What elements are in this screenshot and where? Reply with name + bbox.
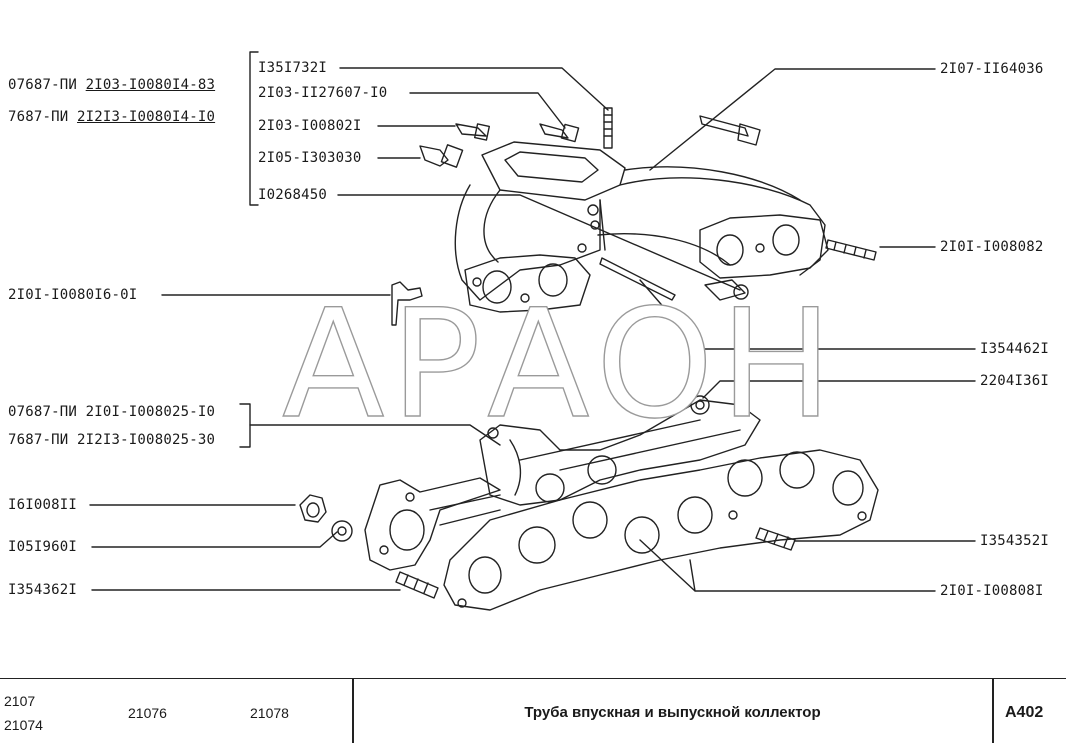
title-divider-left xyxy=(352,679,354,743)
label-group-left-3: 07687-ПИ 2I0I-I008025-I0 xyxy=(8,404,216,420)
label-part-2107-1164036: 2I07-II64036 xyxy=(940,61,1044,77)
label-part-2101-1008082: 2I0I-I008082 xyxy=(940,239,1044,255)
title-divider-right xyxy=(992,679,994,743)
exhaust-manifold xyxy=(364,395,761,571)
label-part-1351732: I35I732I xyxy=(258,60,328,76)
model-21074: 21074 xyxy=(4,717,43,733)
page-title: Труба впускная и выпускной коллектор xyxy=(524,704,821,721)
label-part-2204136: 2204I36I xyxy=(980,373,1050,389)
label-part-2101-1008081: 2I0I-I00808I xyxy=(940,583,1044,599)
bracket-upper-group xyxy=(249,51,259,206)
model-2107: 2107 xyxy=(4,693,36,709)
leader-2101-1008081 xyxy=(639,539,936,592)
label-group-left-1-code: 2I03-I0080I4-83 xyxy=(85,77,216,93)
label-group-left-2-code: 2I2I3-I0080I4-I0 xyxy=(77,109,216,125)
label-part-2105-1303030: 2I05-I303030 xyxy=(258,150,362,166)
title-block: 2107 21074 21076 21078 Труба впускная и … xyxy=(0,678,1066,743)
leader-1354462 xyxy=(639,279,976,350)
leader-10268450 xyxy=(337,194,741,291)
leader-1351732 xyxy=(339,67,609,111)
label-group-left-4: 7687-ПИ 2I2I3-I008025-30 xyxy=(8,432,216,448)
fasteners-upper xyxy=(391,107,877,326)
leader-2204136 xyxy=(702,380,976,399)
fasteners-lower xyxy=(299,494,796,599)
label-part-2101-1008016: 2I0I-I0080I6-0I xyxy=(8,287,138,303)
label-group-left-2-prefix: 7687-ПИ xyxy=(8,109,69,125)
leader-group-lower xyxy=(249,424,501,446)
label-part-1051960: I05I960I xyxy=(8,539,78,555)
intake-manifold xyxy=(454,141,829,313)
leader-1051960 xyxy=(91,531,338,548)
parts-diagram: АРАОН 07687-ПИ 2I03-I0080I4-83 7687-ПИ 2… xyxy=(8,51,1050,611)
label-part-1354352: I354352I xyxy=(980,533,1050,549)
sheet-code: A402 xyxy=(1005,704,1044,721)
bracket-lower-group xyxy=(239,403,251,448)
label-part-2103-100802: 2I03-I00802I xyxy=(258,118,362,134)
label-group-left-1-prefix: 07687-ПИ xyxy=(8,77,78,93)
label-part-2103-1127607: 2I03-II27607-I0 xyxy=(258,85,388,101)
model-21078: 21078 xyxy=(250,705,289,721)
diagram-drawing xyxy=(89,51,976,611)
leader-2103-1127607 xyxy=(409,92,566,129)
model-21076: 21076 xyxy=(128,705,167,721)
label-part-1354462: I354462I xyxy=(980,341,1050,357)
leader-2107-1164036 xyxy=(649,68,936,171)
gasket xyxy=(443,449,879,611)
label-part-1354362: I354362I xyxy=(8,582,78,598)
label-group-left-1: 07687-ПИ 2I03-I0080I4-83 xyxy=(8,77,215,93)
label-group-left-2: 7687-ПИ 2I2I3-I0080I4-I0 xyxy=(8,109,215,125)
label-part-1610081: I6I008II xyxy=(8,497,78,513)
label-part-10268450: I0268450 xyxy=(258,187,328,203)
